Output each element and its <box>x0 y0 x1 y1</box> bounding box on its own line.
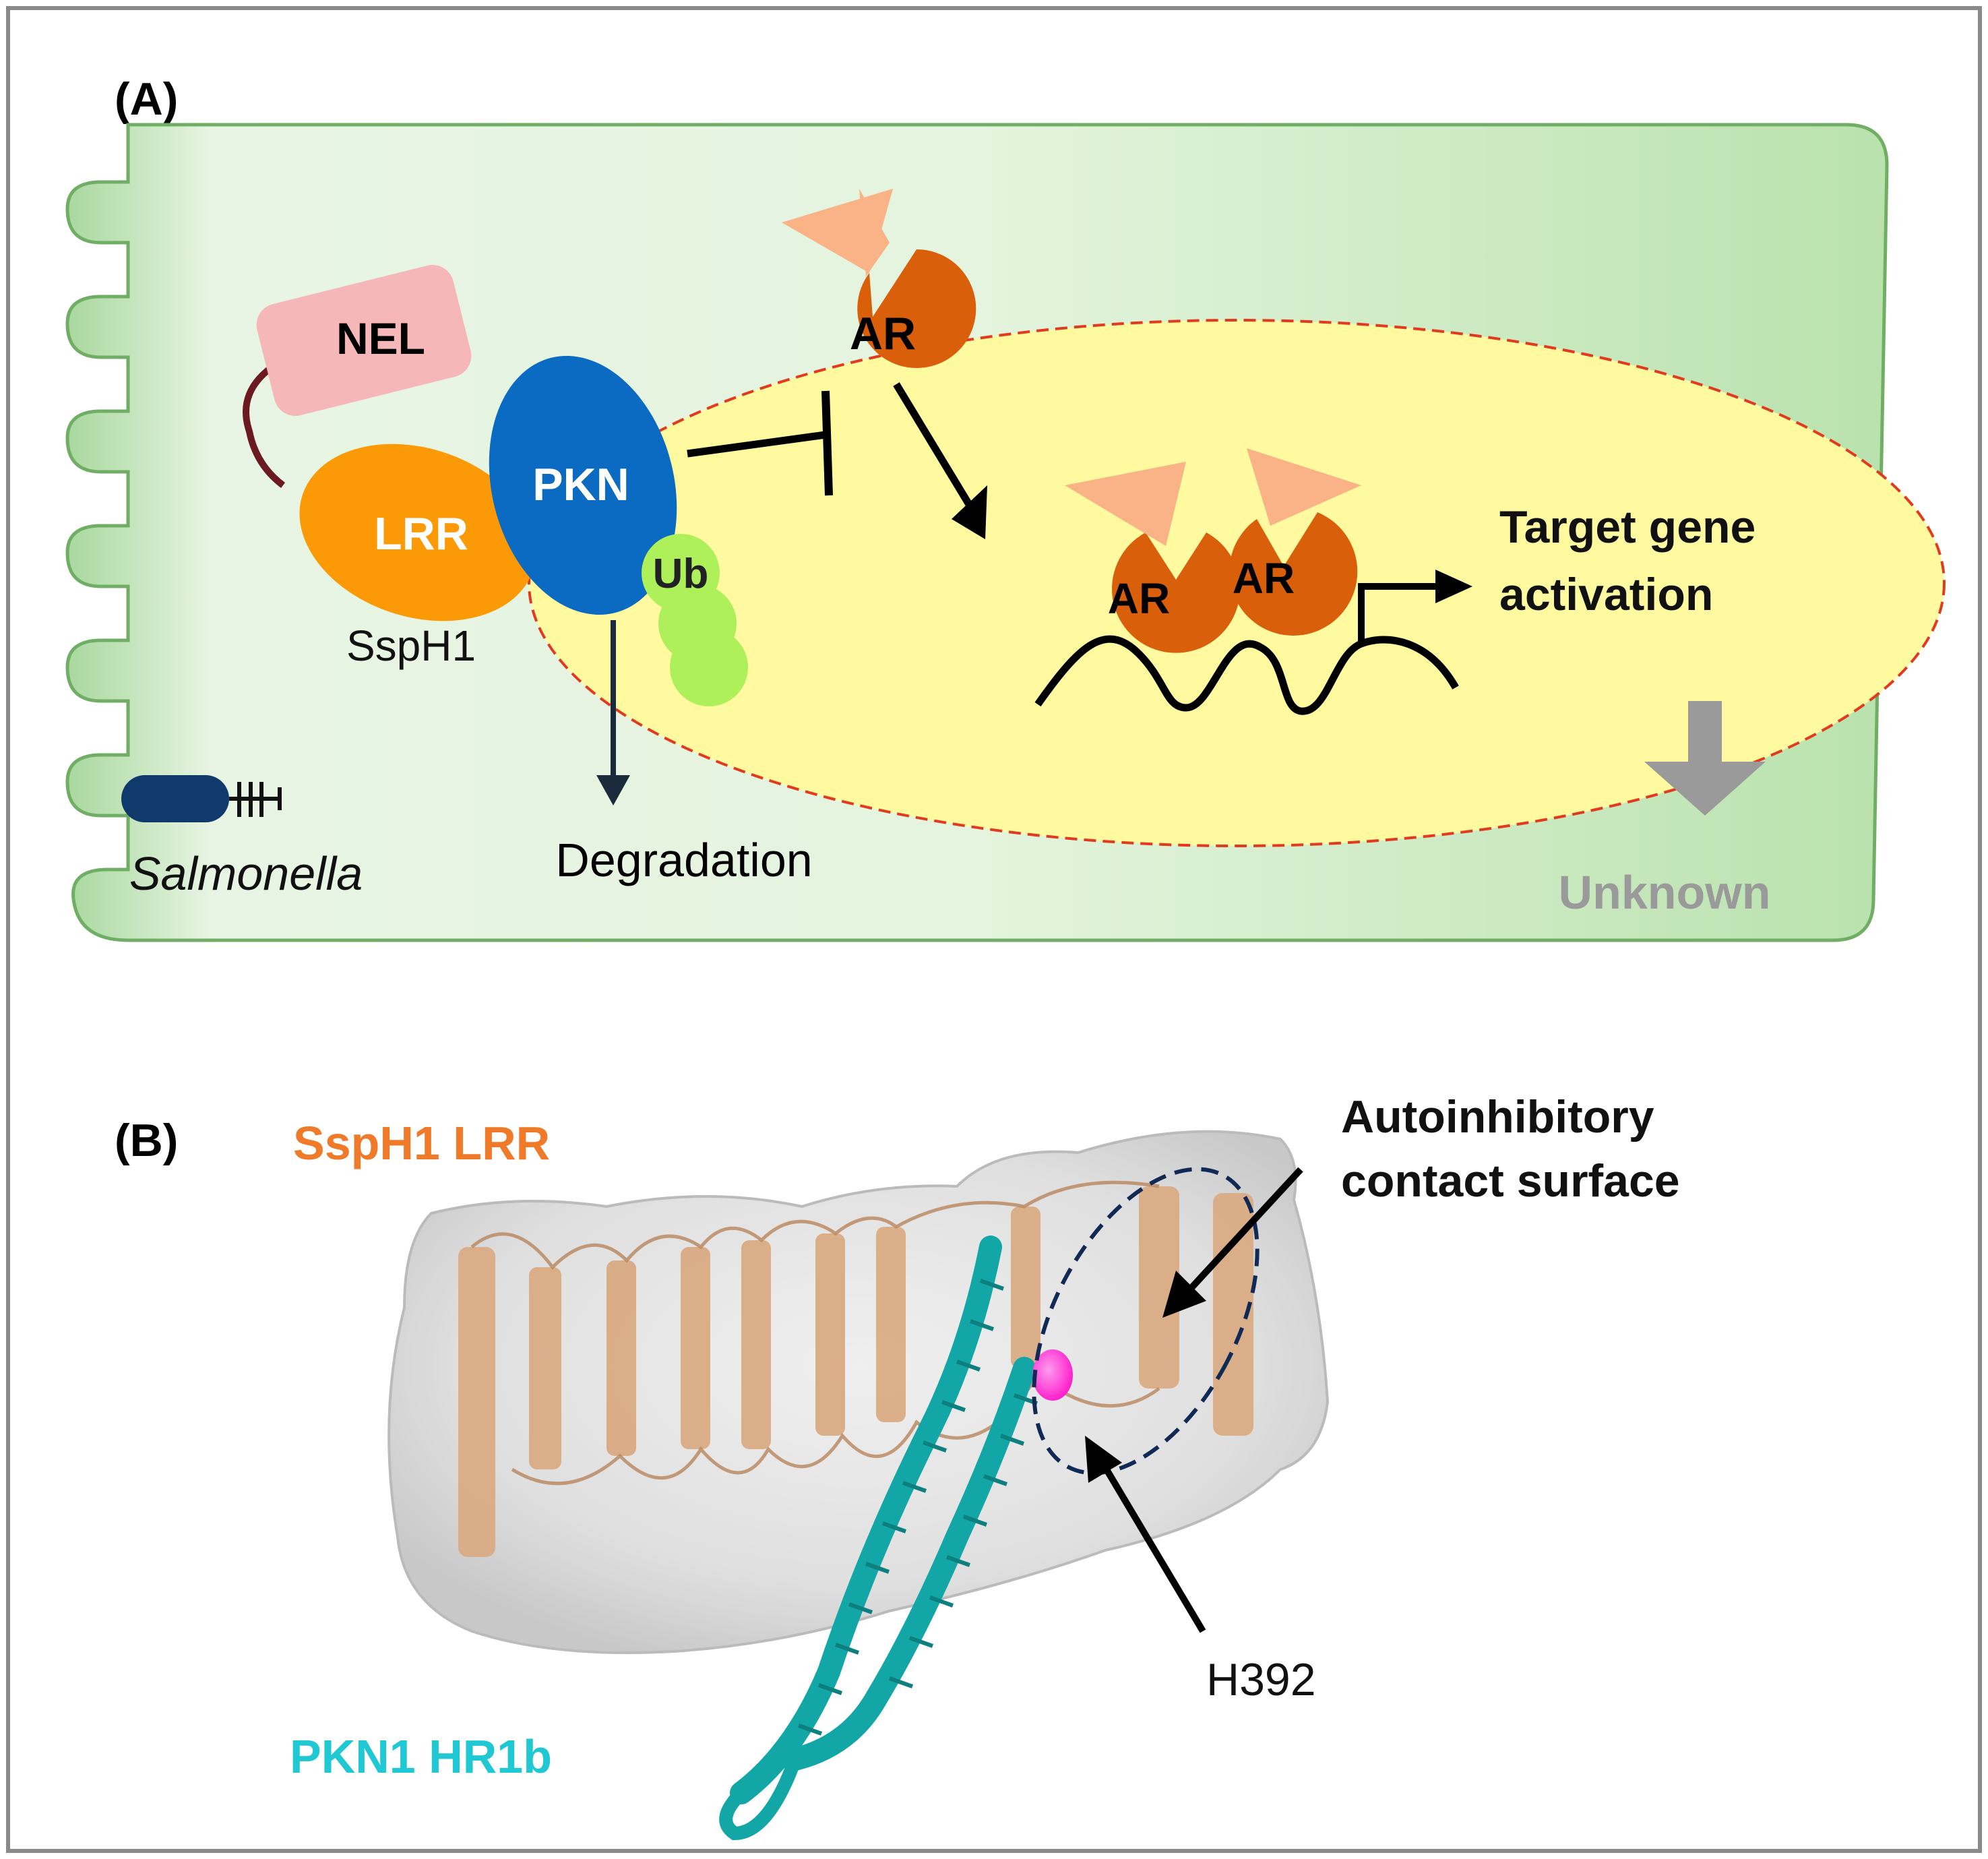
panel-b-label: (B) <box>115 1115 178 1166</box>
pkn-structure-title: PKN1 HR1b <box>290 1730 552 1783</box>
translocation-arrowhead <box>952 485 987 539</box>
inhibition-line <box>687 431 826 458</box>
salmonella-label: Salmonella <box>129 847 363 900</box>
ligand-cytoplasm-shape <box>782 189 893 273</box>
contact-surface-arrow <box>1177 1167 1303 1304</box>
ar-nucleus-2-label: AR <box>1233 554 1295 603</box>
panel-b: (B) SspH1 LRR <box>115 1091 1680 1841</box>
nel-domain <box>256 265 472 416</box>
target-label-line1: Target gene <box>1499 501 1756 553</box>
translocation-arrow <box>893 382 977 514</box>
transcription-arrow <box>1358 583 1442 644</box>
transcription-arrowhead <box>1435 570 1472 603</box>
target-label-line2: activation <box>1499 569 1713 620</box>
figure-frame <box>6 6 1982 1853</box>
contact-surface-outline <box>1032 1167 1260 1475</box>
h392-arrow <box>1095 1454 1206 1633</box>
degradation-arrowhead <box>596 775 630 805</box>
ub-label: Ub <box>653 551 709 597</box>
ar-nucleus-1-label: AR <box>1108 574 1170 623</box>
lrr-label: LRR <box>374 508 468 559</box>
helix-1 <box>730 1236 1002 1804</box>
h392-arrowhead <box>1085 1436 1122 1483</box>
pkn-domain <box>489 355 677 615</box>
salmonella-flagellum <box>229 782 282 817</box>
lrr-structure-title: SspH1 LRR <box>293 1117 550 1169</box>
lrr-domain <box>299 444 536 621</box>
unknown-arrow <box>1644 701 1766 816</box>
nel-label: NEL <box>336 313 425 363</box>
ar-nucleus-2 <box>1229 512 1358 636</box>
unknown-label: Unknown <box>1559 866 1771 919</box>
h392-label: H392 <box>1206 1654 1316 1705</box>
pkn-label: PKN <box>532 459 629 510</box>
helix-2 <box>784 1357 1036 1771</box>
pkn-helix-stripes <box>798 1279 1038 1736</box>
pkn-c-loop <box>719 1757 802 1841</box>
contact-surface-label-line2: contact surface <box>1341 1155 1680 1207</box>
h392-residue <box>1032 1349 1073 1401</box>
ligand-nucleus-1 <box>1065 462 1186 546</box>
nel-lrr-linker <box>243 361 286 488</box>
panel-a: (A) NEL LRR PKN Ub SspH1 Degradation <box>65 73 1946 942</box>
contact-surface-label-line1: Autoinhibitory <box>1341 1091 1654 1142</box>
ub-bead-3 <box>670 628 748 706</box>
pkn-helices <box>730 1236 1036 1804</box>
salmonella-body <box>121 775 229 822</box>
ar-nucleus-1 <box>1112 532 1240 653</box>
ar-cytoplasm <box>857 249 976 368</box>
contact-surface-arrowhead <box>1162 1271 1206 1318</box>
inhibition-bar <box>821 390 833 496</box>
panel-a-label: (A) <box>115 73 178 125</box>
degradation-label: Degradation <box>555 834 812 886</box>
ar-cytoplasm-label: AR <box>850 308 916 359</box>
ligand-nucleus-2 <box>1247 448 1361 526</box>
ssph1-label: SspH1 <box>346 621 476 670</box>
